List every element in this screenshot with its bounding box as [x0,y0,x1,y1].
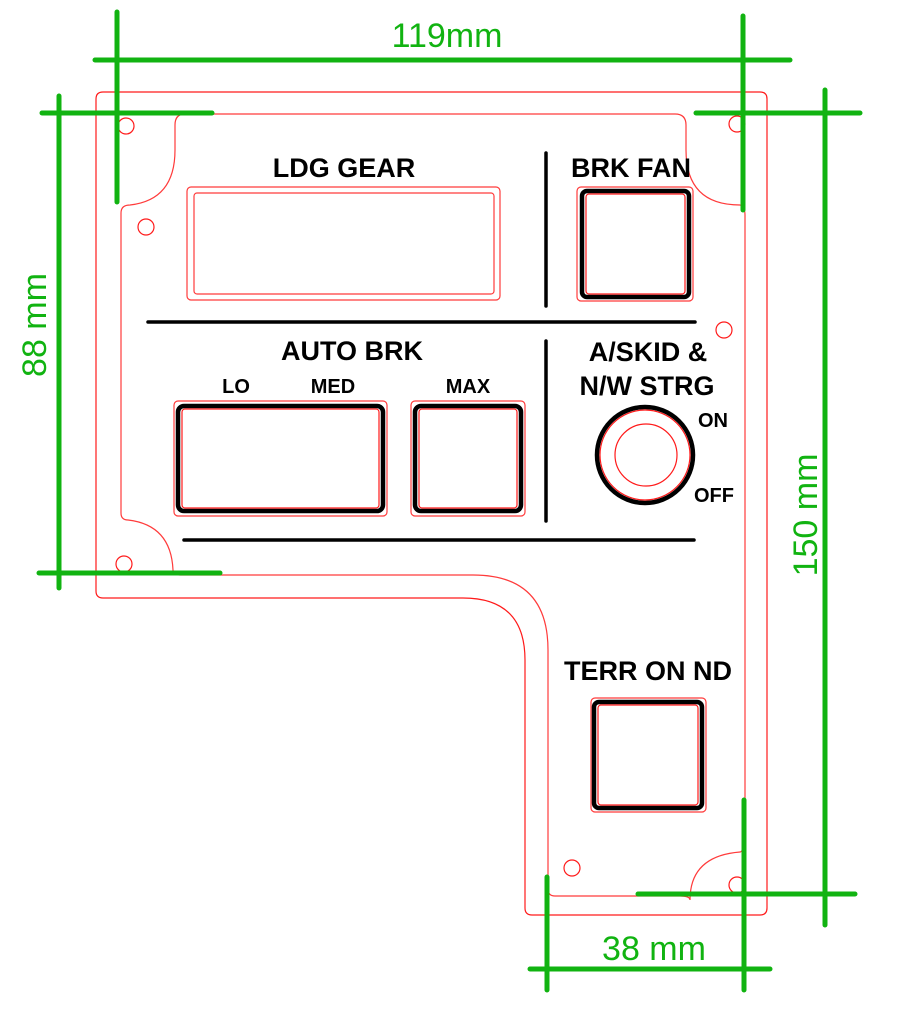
mount-hole [715,321,733,339]
askid-label-line2: N/W STRG [580,371,715,401]
askid-off-label: OFF [694,485,734,507]
terr-on-nd-label: TERR ON ND [564,656,732,686]
askid-switch-ring [599,409,691,501]
ldg-gear-label: LDG GEAR [273,153,416,183]
mount-hole [115,555,133,573]
auto-brk-max-label: MAX [446,376,491,398]
ldg-gear-window-outer [186,186,501,301]
askid-switch-bezel[interactable] [594,404,696,506]
auto-brk-max-outline [410,400,526,517]
auto-brk-max-lens [418,408,518,509]
askid-switch-knob [614,423,678,487]
auto-brk-lo-med-outline [173,400,388,517]
askid-label-line1: A/SKID & [589,337,708,367]
auto-brk-lo-label: LO [222,376,250,398]
auto-brk-med-label: MED [311,376,355,398]
auto-brk-max-button[interactable] [412,403,524,514]
auto-brk-label: AUTO BRK [281,336,424,366]
ldg-gear-window-inner[interactable] [193,192,495,295]
brk-fan-button-outline [576,186,694,302]
askid-on-label: ON [698,410,728,432]
terr-on-nd-button-outline [590,697,707,813]
auto-brk-lo-med-lens [181,408,380,509]
mount-hole [117,117,135,135]
dim-width-bottom-text: 38 mm [602,930,706,968]
dim-height-right-text: 150 mm [787,454,825,577]
dim-height-left-text: 88 mm [16,273,54,377]
brk-fan-label: BRK FAN [571,153,691,183]
terr-on-nd-button-lens [597,704,699,806]
brk-fan-button[interactable] [579,188,692,300]
auto-brk-lo-med-button[interactable] [175,403,386,514]
brk-fan-button-lens [585,193,686,295]
outer-panel-outline [95,91,768,916]
mount-hole [563,859,581,877]
terr-on-nd-button[interactable] [591,699,705,811]
dim-width-top-text: 119mm [392,17,503,55]
mount-hole [137,218,155,236]
